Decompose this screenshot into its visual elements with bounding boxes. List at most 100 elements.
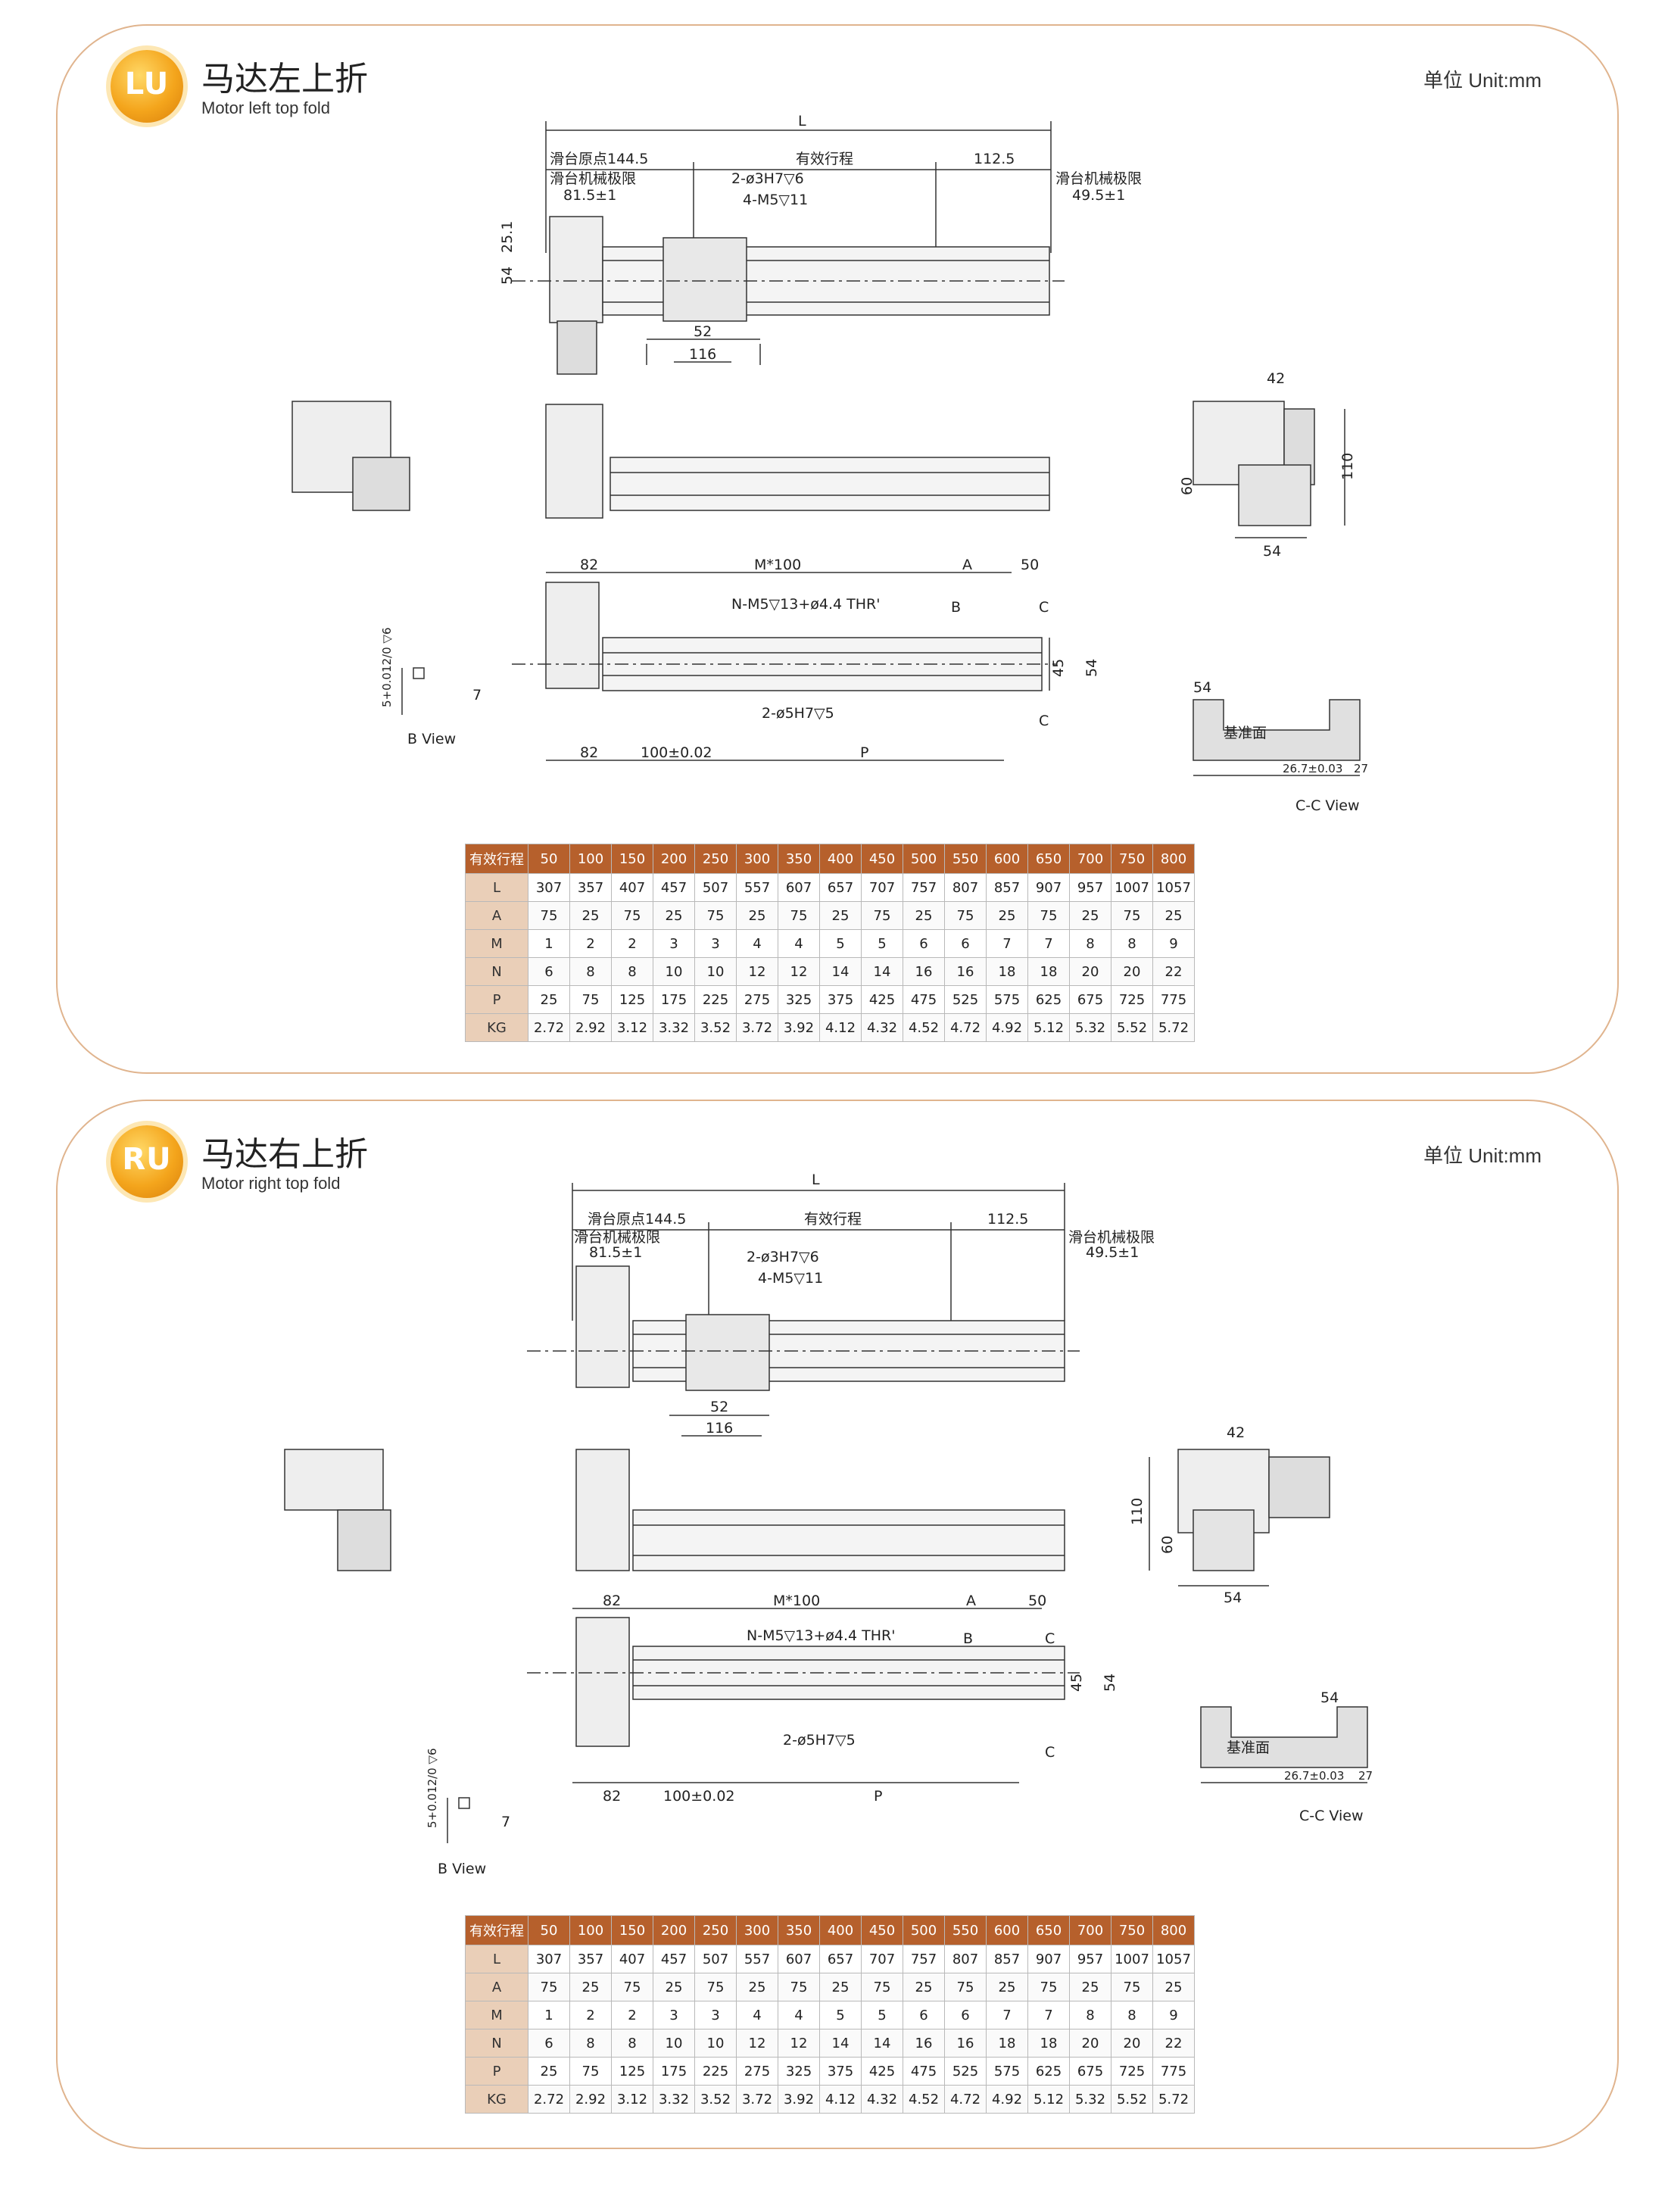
table-cell: 16 [944,957,987,986]
table-cell: 3 [694,2001,737,2029]
dimension-label: 基准面 [1227,1739,1270,1756]
stroke-header-cell: 350 [778,1915,820,1945]
dimension-label: 82 [580,557,598,573]
dimension-label: 100±0.02 [663,1788,735,1805]
table-cell: 75 [528,1973,570,2001]
table-cell: 507 [694,1945,737,1973]
stroke-header-cell: 500 [903,844,945,874]
table-cell: 3.12 [611,2085,653,2114]
row-label: P [465,985,528,1014]
table-cell: 6 [903,929,945,958]
table-cell: 4.52 [903,1013,945,1042]
table-cell: 1007 [1111,1945,1153,1973]
panel-motor-right-top-fold: RU 马达右上折 Motor right top fold 单位 Unit:mm [56,1100,1619,2149]
dimension-label: A [966,1593,976,1609]
dimension-label: 100±0.02 [641,744,712,761]
dimension-label: M*100 [773,1593,820,1609]
table-cell: 625 [1027,985,1070,1014]
table-cell: 10 [653,957,695,986]
table-cell: 75 [569,2057,612,2086]
dimension-label: 54 [1224,1590,1242,1606]
stroke-header-cell: 800 [1152,1915,1195,1945]
table-cell: 3.32 [653,2085,695,2114]
dimension-label: 112.5 [974,151,1015,167]
stroke-header-cell: 550 [944,1915,987,1945]
stroke-header-cell: 50 [528,844,570,874]
row-label: P [465,2057,528,2086]
table-cell: 775 [1152,2057,1195,2086]
table-cell: 5 [861,2001,903,2029]
table-cell: 2.92 [569,1013,612,1042]
table-cell: 175 [653,985,695,1014]
dimension-label: 81.5±1 [563,187,616,204]
table-cell: 25 [653,1973,695,2001]
table-cell: 275 [736,985,778,1014]
table-cell: 3 [694,929,737,958]
table-cell: 5.32 [1069,2085,1111,2114]
dimension-label: 7 [501,1814,510,1830]
dimension-label: 滑台机械极限 [1068,1229,1155,1246]
table-cell: 12 [778,2029,820,2058]
table-cell: 6 [528,2029,570,2058]
dimension-label: 2-ø5H7▽5 [762,705,834,722]
panel-motor-left-top-fold: LU 马达左上折 Motor left top fold 单位 Unit:mm [56,24,1619,1074]
dimension-label: C-C View [1299,1808,1364,1824]
dimension-label: 有效行程 [804,1211,862,1228]
stroke-header-cell: 150 [611,844,653,874]
table-cell: 3.72 [736,1013,778,1042]
table-cell: 25 [986,901,1028,930]
dimension-label: 27 [1358,1769,1373,1783]
table-cell: 607 [778,1945,820,1973]
dimension-label: 52 [710,1399,728,1415]
dimension-label: N-M5▽13+ø4.4 THR' [731,596,880,613]
table-cell: 407 [611,1945,653,1973]
dimension-label: 45 [1068,1674,1085,1692]
table-cell: 225 [694,985,737,1014]
stroke-header-cell: 150 [611,1915,653,1945]
table-cell: 5.32 [1069,1013,1111,1042]
table-cell: 125 [611,2057,653,2086]
table-cell: 75 [569,985,612,1014]
table-cell: 75 [778,1973,820,2001]
table-cell: 6 [944,929,987,958]
table-cell: 2 [569,929,612,958]
table-cell: 75 [1027,901,1070,930]
dimension-label: C [1045,1744,1055,1761]
table-cell: 607 [778,873,820,902]
table-cell: 25 [819,1973,862,2001]
table-cell: 75 [861,901,903,930]
table-cell: 22 [1152,957,1195,986]
table-cell: 18 [986,2029,1028,2058]
table-cell: 18 [1027,2029,1070,2058]
ru-unit-label: 单位 Unit:mm [1423,1144,1542,1167]
dimension-label: 42 [1227,1424,1245,1441]
dimension-label: 54 [1083,659,1100,677]
table-cell: 8 [1111,929,1153,958]
table-cell: 175 [653,2057,695,2086]
dimension-label: 110 [1129,1498,1146,1525]
table-cell: 4 [736,2001,778,2029]
dimension-label: 81.5±1 [589,1244,642,1261]
stroke-header-cell: 50 [528,1915,570,1945]
dimension-label: B View [438,1861,486,1877]
table-cell: 507 [694,873,737,902]
table-cell: 557 [736,873,778,902]
stroke-header-cell: 450 [861,844,903,874]
table-cell: 2 [611,2001,653,2029]
table-cell: 8 [1111,2001,1153,2029]
table-cell: 75 [528,901,570,930]
dimension-label: P [874,1788,882,1805]
table-cell: 14 [861,2029,903,2058]
table-cell: 5.72 [1152,1013,1195,1042]
lu-title-en: Motor left top fold [201,98,330,117]
dimension-label: 45 [1050,659,1067,677]
dimension-label: 5+0.012/0 ▽6 [426,1749,439,1829]
row-label: N [465,957,528,986]
table-cell: 75 [861,1973,903,2001]
table-cell: 375 [819,2057,862,2086]
table-cell: 20 [1111,2029,1153,2058]
